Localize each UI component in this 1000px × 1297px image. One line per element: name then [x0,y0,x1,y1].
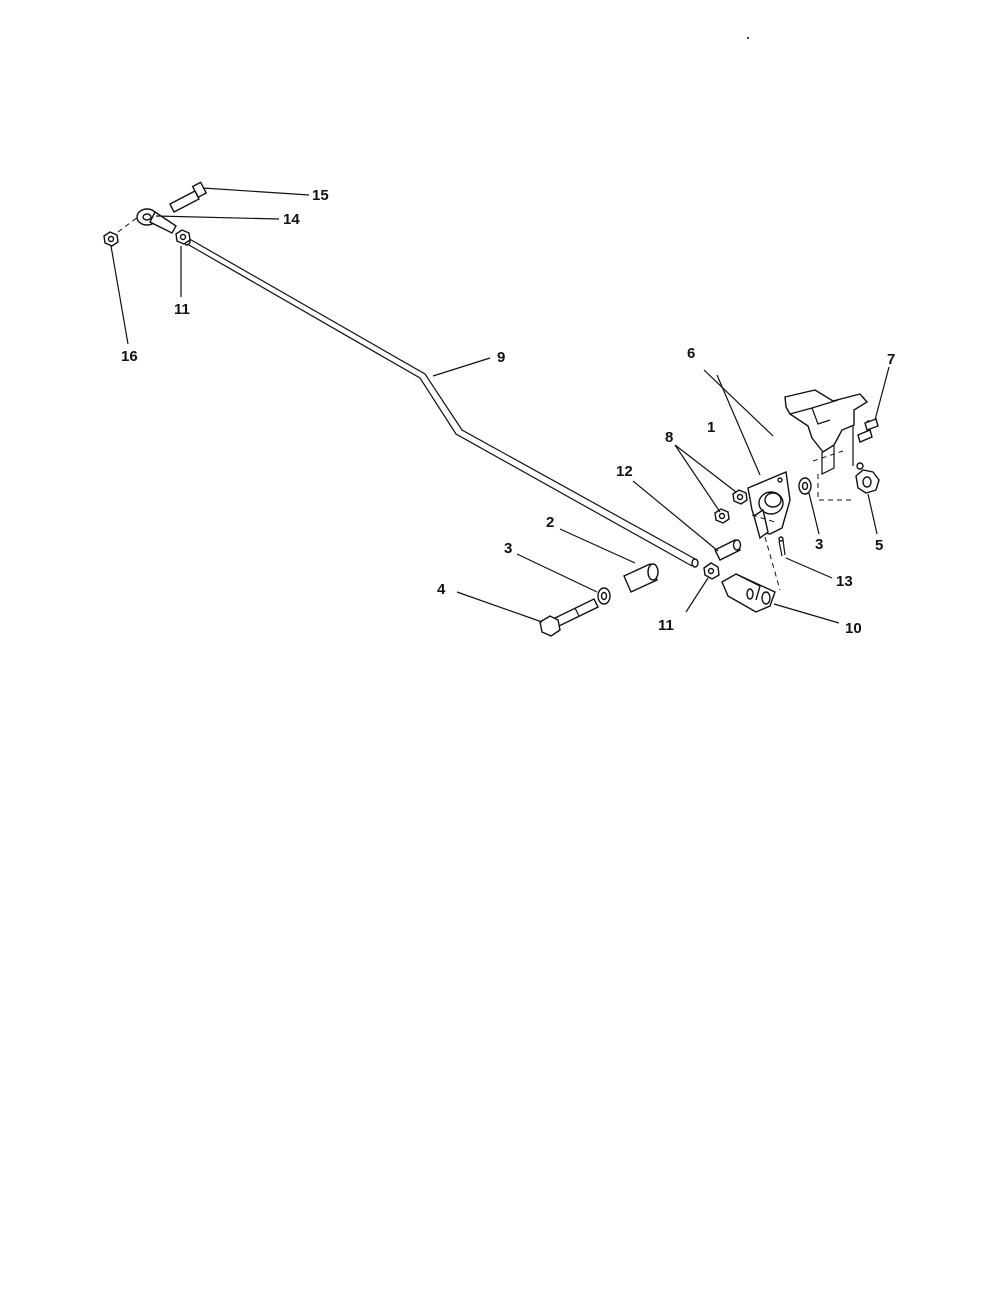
callout-3-right: 3 [815,536,823,553]
callout-14: 14 [283,211,300,228]
callout-9: 9 [497,349,505,366]
nut-part-16 [103,231,119,247]
bolt-part-15 [169,181,208,213]
callout-4: 4 [437,581,446,598]
nuts-part-8 [714,489,748,524]
callout-1: 1 [707,419,715,436]
callout-12: 12 [616,463,633,480]
nut-part-11-bottom [703,562,720,580]
callout-10: 10 [845,620,862,637]
callout-15: 15 [312,187,329,204]
callout-2: 2 [546,514,554,531]
cotter-pin-part-13 [778,536,786,557]
assembly-line-top [117,216,139,233]
callout-labels: 15 14 11 16 9 6 7 1 8 12 2 3 3 5 13 4 11… [121,187,895,637]
callout-8: 8 [665,429,673,446]
flange-nut-part-5 [855,469,880,494]
clevis-part-10 [721,573,776,613]
callout-3-left: 3 [504,540,512,557]
callout-16: 16 [121,348,138,365]
bolt-part-4 [539,598,599,637]
assembly-lines-right [751,450,855,591]
washer-part-3-right [798,477,812,495]
washer-part-3-left [597,587,611,605]
nut-part-11-top [175,229,191,245]
callout-6: 6 [687,345,695,362]
callout-13: 13 [836,573,853,590]
bracket-part-1 [747,471,791,540]
callout-11-top: 11 [174,301,190,318]
callout-11-bottom: 11 [658,617,674,634]
screws-part-7 [857,418,879,443]
pin-part-12 [714,539,742,561]
stray-dot [747,37,749,39]
callout-7: 7 [887,351,895,368]
leader-lines [110,187,890,624]
rod-part-9 [183,236,699,568]
callout-5: 5 [875,537,883,554]
rod-end-part-14 [136,208,177,234]
spacer-part-2 [623,563,659,593]
lever-part-6 [784,389,873,475]
